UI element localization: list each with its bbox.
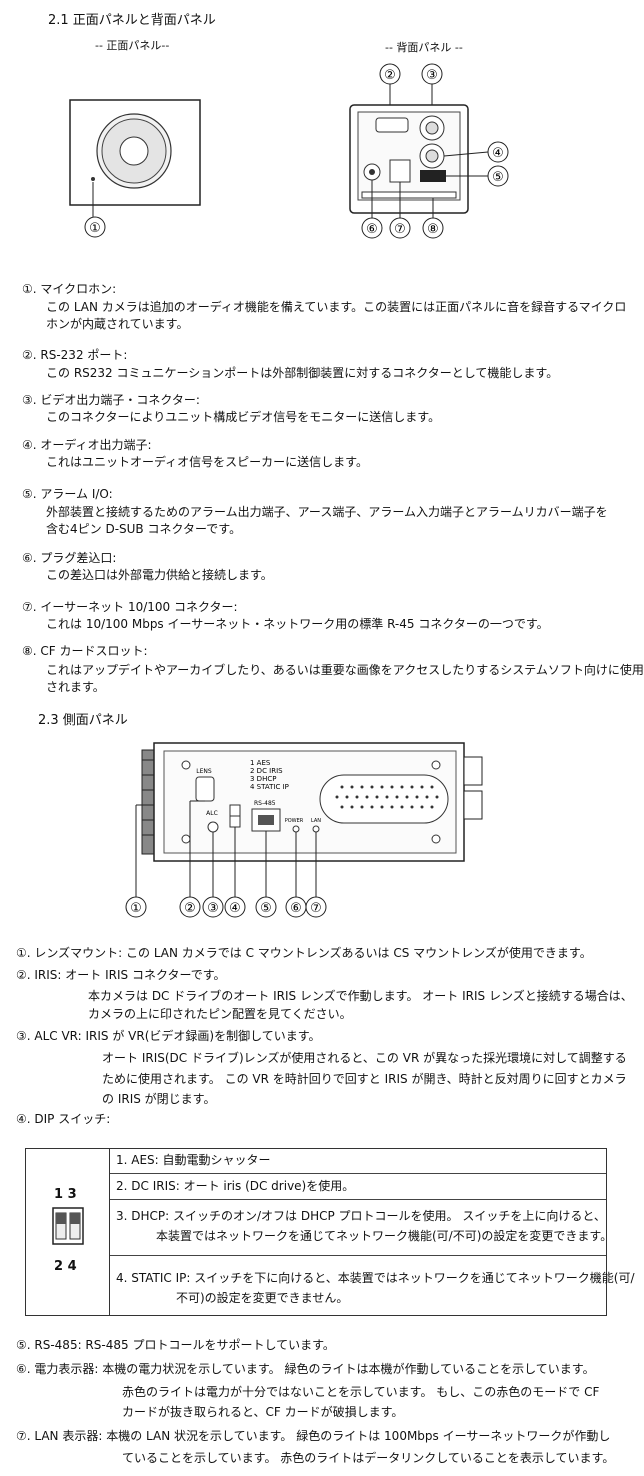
item-audio-out-head: ④. オーディオ出力端子: (22, 438, 152, 452)
dip-bottom-numbers: 2 4 (54, 1259, 77, 1274)
item-video-out-head: ③. ビデオ出力端子・コネクター: (22, 393, 200, 407)
svg-text:⑧: ⑧ (427, 222, 439, 237)
item-rs485: ⑤. RS-485: RS-485 プロトコールをサポートしています。 (16, 1338, 335, 1352)
dip-row-dc-iris: 2. DC IRIS: オート iris (DC drive)を使用。 (116, 1179, 355, 1193)
svg-text:LAN: LAN (311, 818, 321, 824)
dip-row-static-ip: 4. STATIC IP: スイッチを下に向けると、本装置ではネットワークを通じ… (116, 1271, 635, 1285)
item-lens-mount: ①. レンズマウント: この LAN カメラでは C マウントレンズあるいは C… (16, 946, 592, 960)
item-alarm-head: ⑤. アラーム I/O: (22, 487, 113, 501)
item-alarm-line: 外部装置と接続するためのアラーム出力端子、アース端子、アラーム入力端子とアラーム… (46, 505, 608, 519)
svg-text:④: ④ (492, 146, 504, 161)
item-dip-head: ④. DIP スイッチ: (16, 1112, 111, 1126)
item-lan-indicator-line: ていることを示しています。 赤色のライトはデータリンクしていることを表示していま… (122, 1451, 615, 1465)
side-callout-2: ② (184, 901, 196, 916)
item-ethernet-head: ⑦. イーサーネット 10/100 コネクター: (22, 600, 238, 614)
section-title-2-3: 2.3 側面パネル (38, 713, 128, 728)
item-cf-slot-line: これはアップデイトやアーカイブしたり、あるいは重要な画像をアクセスしたりするシス… (46, 663, 644, 677)
front-panel-illustration: ① (69, 99, 201, 238)
rear-panel-illustration: ② ③ ④ ⑤ ⑥ ⑦ ⑧ (349, 63, 509, 239)
item-rs232-line: この RS232 コミュニケーションポートは外部制御装置に対するコネクターとして… (46, 366, 559, 380)
side-callout-4: ④ (229, 901, 241, 916)
item-alc-line: の IRIS が閉じます。 (102, 1092, 216, 1106)
item-microphone-line: この LAN カメラは追加のオーディオ機能を備えています。この装置には正面パネル… (46, 300, 627, 314)
svg-text:LENS: LENS (196, 768, 212, 775)
item-iris-head: ②. IRIS: オート IRIS コネクターです。 (16, 968, 226, 982)
side-panel-illustration: LENS ALC 1 AES 2 DC IRIS 3 DHCP 4 STATIC… (125, 742, 483, 918)
svg-text:⑤: ⑤ (492, 170, 504, 185)
front-panel-label: -- 正面パネル-- (95, 39, 170, 52)
dip-row-dhcp: 本装置ではネットワークを通じてネットワーク機能(可/不可)の設定を変更できます。 (156, 1229, 613, 1243)
svg-text:4 STATIC IP: 4 STATIC IP (250, 783, 289, 791)
side-callout-6: ⑥ (290, 901, 302, 916)
item-cf-slot-head: ⑧. CF カードスロット: (22, 644, 148, 658)
svg-text:②: ② (384, 68, 396, 83)
side-callout-7: ⑦ (310, 901, 322, 916)
item-power-plug-head: ⑥. プラグ差込口: (22, 551, 117, 565)
svg-text:⑥: ⑥ (366, 222, 378, 237)
item-power-indicator-line: カードが抜き取られると、CF カードが破損します。 (122, 1405, 404, 1419)
dip-switch-table: 1 3 2 4 1. AES: 自動電動シャッター 2. DC IRIS: オー… (25, 1148, 635, 1316)
dip-row-static-ip: 不可)の設定を変更できません。 (176, 1291, 349, 1305)
svg-text:POWER: POWER (285, 818, 304, 824)
dip-switch-cell: 1 3 2 4 (26, 1149, 110, 1315)
item-power-indicator-line: 赤色のライトは電力が十分ではないことを示しています。 もし、この赤色のモードで … (122, 1385, 600, 1399)
svg-text:RS-485: RS-485 (254, 800, 276, 807)
item-audio-out-line: これはユニットオーディオ信号をスピーカーに送信します。 (46, 455, 368, 469)
dip-switch-icon (52, 1207, 84, 1245)
svg-text:1 AES: 1 AES (250, 759, 271, 767)
item-ethernet-line: これは 10/100 Mbps イーサーネット・ネットワーク用の標準 R-45 … (46, 617, 549, 631)
dip-row-aes: 1. AES: 自動電動シャッター (116, 1153, 271, 1167)
side-callout-3: ③ (207, 901, 219, 916)
item-alc-line: ために使用されます。 この VR を時計回りで回すと IRIS が開き、時計と反… (102, 1072, 627, 1086)
item-alc-head: ③. ALC VR: IRIS が VR(ビデオ録画)を制御しています。 (16, 1029, 321, 1043)
svg-text:③: ③ (426, 68, 438, 83)
item-power-plug-line: この差込口は外部電力供給と接続します。 (46, 568, 273, 582)
front-callout-1: ① (89, 221, 101, 236)
side-callout-1: ① (130, 901, 142, 916)
svg-text:3 DHCP: 3 DHCP (250, 775, 276, 783)
item-alarm-line: 含む4ピン D-SUB コネクターです。 (46, 522, 242, 536)
item-rs232-head: ②. RS-232 ポート: (22, 348, 128, 362)
item-iris-line: カメラの上に印されたピン配置を見てください。 (88, 1007, 352, 1021)
section-title-2-1: 2.1 正面パネルと背面パネル (48, 13, 216, 28)
side-callout-5: ⑤ (260, 901, 272, 916)
item-cf-slot-line: されます。 (46, 680, 105, 694)
dip-top-numbers: 1 3 (54, 1187, 77, 1202)
svg-text:ALC: ALC (206, 810, 218, 817)
item-microphone-line: ホンが内蔵されています。 (46, 317, 189, 331)
svg-text:2 DC IRIS: 2 DC IRIS (250, 767, 283, 775)
item-power-indicator-head: ⑥. 電力表示器: 本機の電力状況を示しています。 緑色のライトは本機が作動して… (16, 1362, 595, 1376)
rear-panel-label: -- 背面パネル -- (385, 41, 463, 54)
svg-text:⑦: ⑦ (394, 222, 406, 237)
item-alc-line: オート IRIS(DC ドライブ)レンズが使用されると、この VR が異なった採… (102, 1051, 627, 1065)
item-lan-indicator-head: ⑦. LAN 表示器: 本機の LAN 状況を示しています。 緑色のライトは 1… (16, 1429, 611, 1443)
item-video-out-line: このコネクターによりユニット構成ビデオ信号をモニターに送信します。 (46, 410, 441, 424)
item-microphone-head: ①. マイクロホン: (22, 282, 117, 296)
item-iris-line: 本カメラは DC ドライブのオート IRIS レンズで作動します。 オート IR… (88, 989, 633, 1003)
dip-row-dhcp: 3. DHCP: スイッチのオン/オフは DHCP プロトコールを使用。 スイッ… (116, 1209, 606, 1223)
